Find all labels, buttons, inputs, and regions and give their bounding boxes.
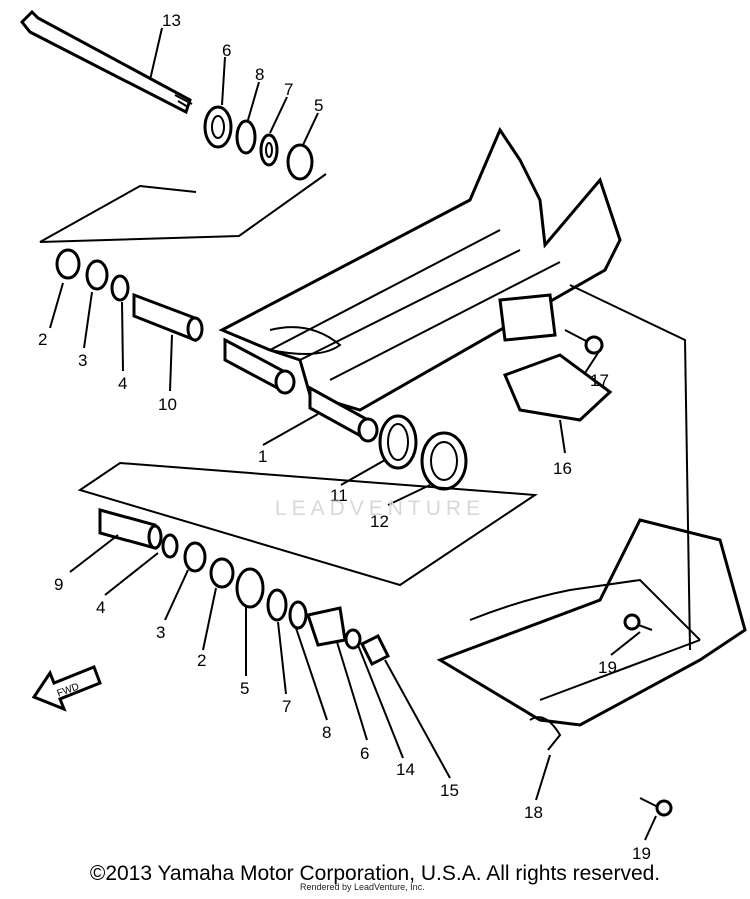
callout-19-upper: 19 xyxy=(598,658,617,677)
rendered-by-text: Rendered by LeadVenture, Inc. xyxy=(300,882,425,892)
callout-5-lower: 5 xyxy=(240,679,249,698)
seal-pair xyxy=(378,414,468,491)
callout-10: 10 xyxy=(158,395,177,414)
callout-12: 12 xyxy=(370,512,389,531)
chain-guide-part xyxy=(498,293,613,422)
callout-9: 9 xyxy=(54,575,63,594)
pivot-shaft-part xyxy=(19,9,193,115)
callout-2-lower: 2 xyxy=(197,651,206,670)
forward-arrow-icon xyxy=(31,665,102,712)
swing-arm-part xyxy=(218,126,622,443)
callout-11: 11 xyxy=(330,486,348,505)
bolt-parts xyxy=(623,613,673,817)
callout-4: 4 xyxy=(118,374,127,393)
callout-3-lower: 3 xyxy=(156,623,165,642)
footrest-part xyxy=(436,518,747,751)
copyright-text: ©2013 Yamaha Motor Corporation, U.S.A. A… xyxy=(89,862,661,885)
callout-2: 2 xyxy=(38,330,47,349)
callout-13: 13 xyxy=(162,11,181,30)
callout-19-lower: 19 xyxy=(632,844,651,863)
callout-7: 7 xyxy=(284,80,293,99)
callout-1: 1 xyxy=(258,447,267,466)
callout-6: 6 xyxy=(222,41,231,60)
callout-17: 17 xyxy=(590,371,609,390)
callout-7-lower: 7 xyxy=(282,697,291,716)
callout-4-lower: 4 xyxy=(96,598,105,617)
callout-8: 8 xyxy=(255,65,264,84)
callout-16: 16 xyxy=(553,459,572,478)
callout-3: 3 xyxy=(78,351,87,370)
watermark: LEADVENTURE xyxy=(274,497,486,520)
callout-8-lower: 8 xyxy=(322,723,331,742)
upper-bushing-set xyxy=(39,105,327,243)
callout-6-lower: 6 xyxy=(360,744,369,763)
lower-bushing-set xyxy=(77,461,538,667)
leader-lines xyxy=(49,27,691,841)
callout-14: 14 xyxy=(396,760,415,779)
left-bushing-set xyxy=(55,248,204,343)
callout-18: 18 xyxy=(524,803,543,822)
callout-5: 5 xyxy=(314,96,323,115)
callout-15: 15 xyxy=(440,781,459,800)
